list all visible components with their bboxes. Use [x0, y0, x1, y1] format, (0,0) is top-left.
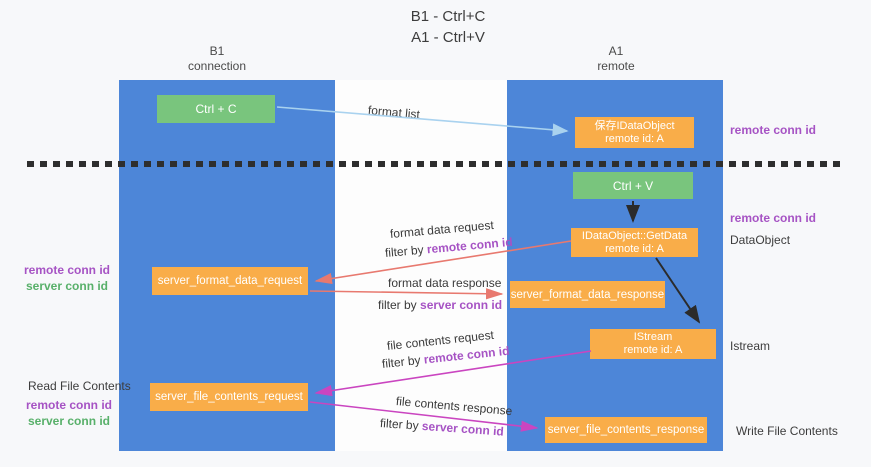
node-ctrl-c-label: Ctrl + C	[195, 102, 237, 116]
node-server-format-data-request: server_format_data_request	[152, 267, 308, 295]
node-server-file-contents-request: server_file_contents_request	[150, 383, 308, 411]
right-label-remote-conn-id-1: remote conn id	[730, 123, 817, 137]
session-separator	[27, 161, 845, 167]
node-file-response-label: server_file_contents_response	[547, 424, 705, 436]
node-ctrl-c: Ctrl + C	[157, 95, 275, 123]
node-save-idataobject-line1: 保存IDataObject	[594, 119, 675, 132]
left-conn-id-pair-2: remote conn id server conn id	[26, 397, 112, 429]
left-server-conn-id-2: server conn id	[27, 414, 111, 428]
right-label-write-file-contents: Write File Contents	[736, 424, 838, 438]
node-save-idataobject-line2: remote id: A	[605, 132, 664, 145]
column-a1-subtitle: remote	[597, 59, 635, 73]
left-conn-id-pair-1: remote conn id server conn id	[24, 262, 110, 294]
node-format-response-label: server_format_data_response	[510, 288, 665, 301]
right-label-istream: Istream	[730, 339, 771, 353]
node-istream: IStream remote id: A	[590, 329, 716, 359]
left-label-read-file-contents: Read File Contents	[28, 379, 131, 393]
edge-label-format-data-response: format data response	[388, 276, 502, 290]
right-label-dataobject: DataObject	[730, 233, 791, 247]
column-header-a1: A1 remote	[546, 44, 686, 74]
node-ctrl-v: Ctrl + V	[573, 172, 693, 199]
filter-by-text: filter by	[378, 298, 421, 312]
node-ctrl-v-label: Ctrl + V	[612, 178, 654, 193]
node-file-request-label: server_file_contents_request	[155, 391, 303, 403]
node-save-idataobject: 保存IDataObject remote id: A	[575, 117, 694, 148]
node-format-request-label: server_format_data_request	[157, 275, 303, 287]
column-b1-name: B1	[209, 44, 225, 58]
node-server-format-data-response: server_format_data_response	[510, 281, 665, 308]
column-b1-subtitle: connection	[187, 59, 247, 73]
filter-by-text: filter by	[379, 416, 423, 433]
column-a1-name: A1	[608, 44, 624, 58]
column-header-b1: B1 connection	[147, 44, 287, 74]
right-label-remote-conn-id-2: remote conn id	[730, 211, 817, 225]
node-getdata-line2: remote id: A	[605, 242, 664, 255]
edge-label-filter-server-1: filter by server conn id	[378, 298, 502, 312]
left-server-conn-id-1: server conn id	[25, 279, 109, 293]
title-line-1: B1 - Ctrl+C	[410, 8, 486, 25]
left-remote-conn-id-1: remote conn id	[24, 263, 111, 277]
server-conn-id-text: server conn id	[420, 298, 503, 312]
left-remote-conn-id-2: remote conn id	[26, 398, 113, 412]
node-server-file-contents-response: server_file_contents_response	[545, 417, 707, 443]
diagram-title: B1 - Ctrl+C A1 - Ctrl+V	[348, 6, 548, 48]
title-line-2: A1 - Ctrl+V	[411, 29, 485, 46]
node-istream-line2: remote id: A	[623, 344, 683, 356]
node-istream-line1: IStream	[633, 331, 673, 343]
node-getdata-line1: IDataObject::GetData	[581, 229, 688, 242]
node-idataobject-getdata: IDataObject::GetData remote id: A	[571, 228, 698, 257]
